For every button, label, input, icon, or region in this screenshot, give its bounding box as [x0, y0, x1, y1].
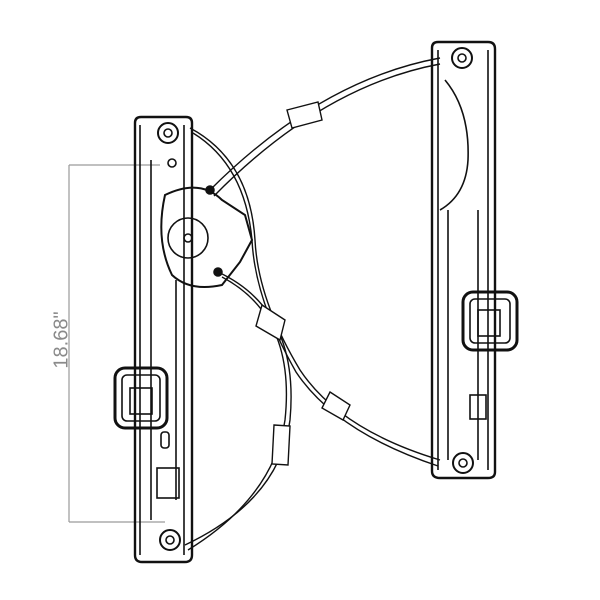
right-glass-clip	[461, 290, 519, 352]
dimension-lines	[68, 164, 165, 523]
cables	[184, 57, 441, 551]
dimension-label: 18.68"	[50, 311, 73, 369]
right-rail	[430, 40, 497, 480]
cable-drum-housing	[160, 185, 254, 288]
left-rail	[133, 115, 194, 564]
left-glass-clip	[113, 366, 169, 430]
